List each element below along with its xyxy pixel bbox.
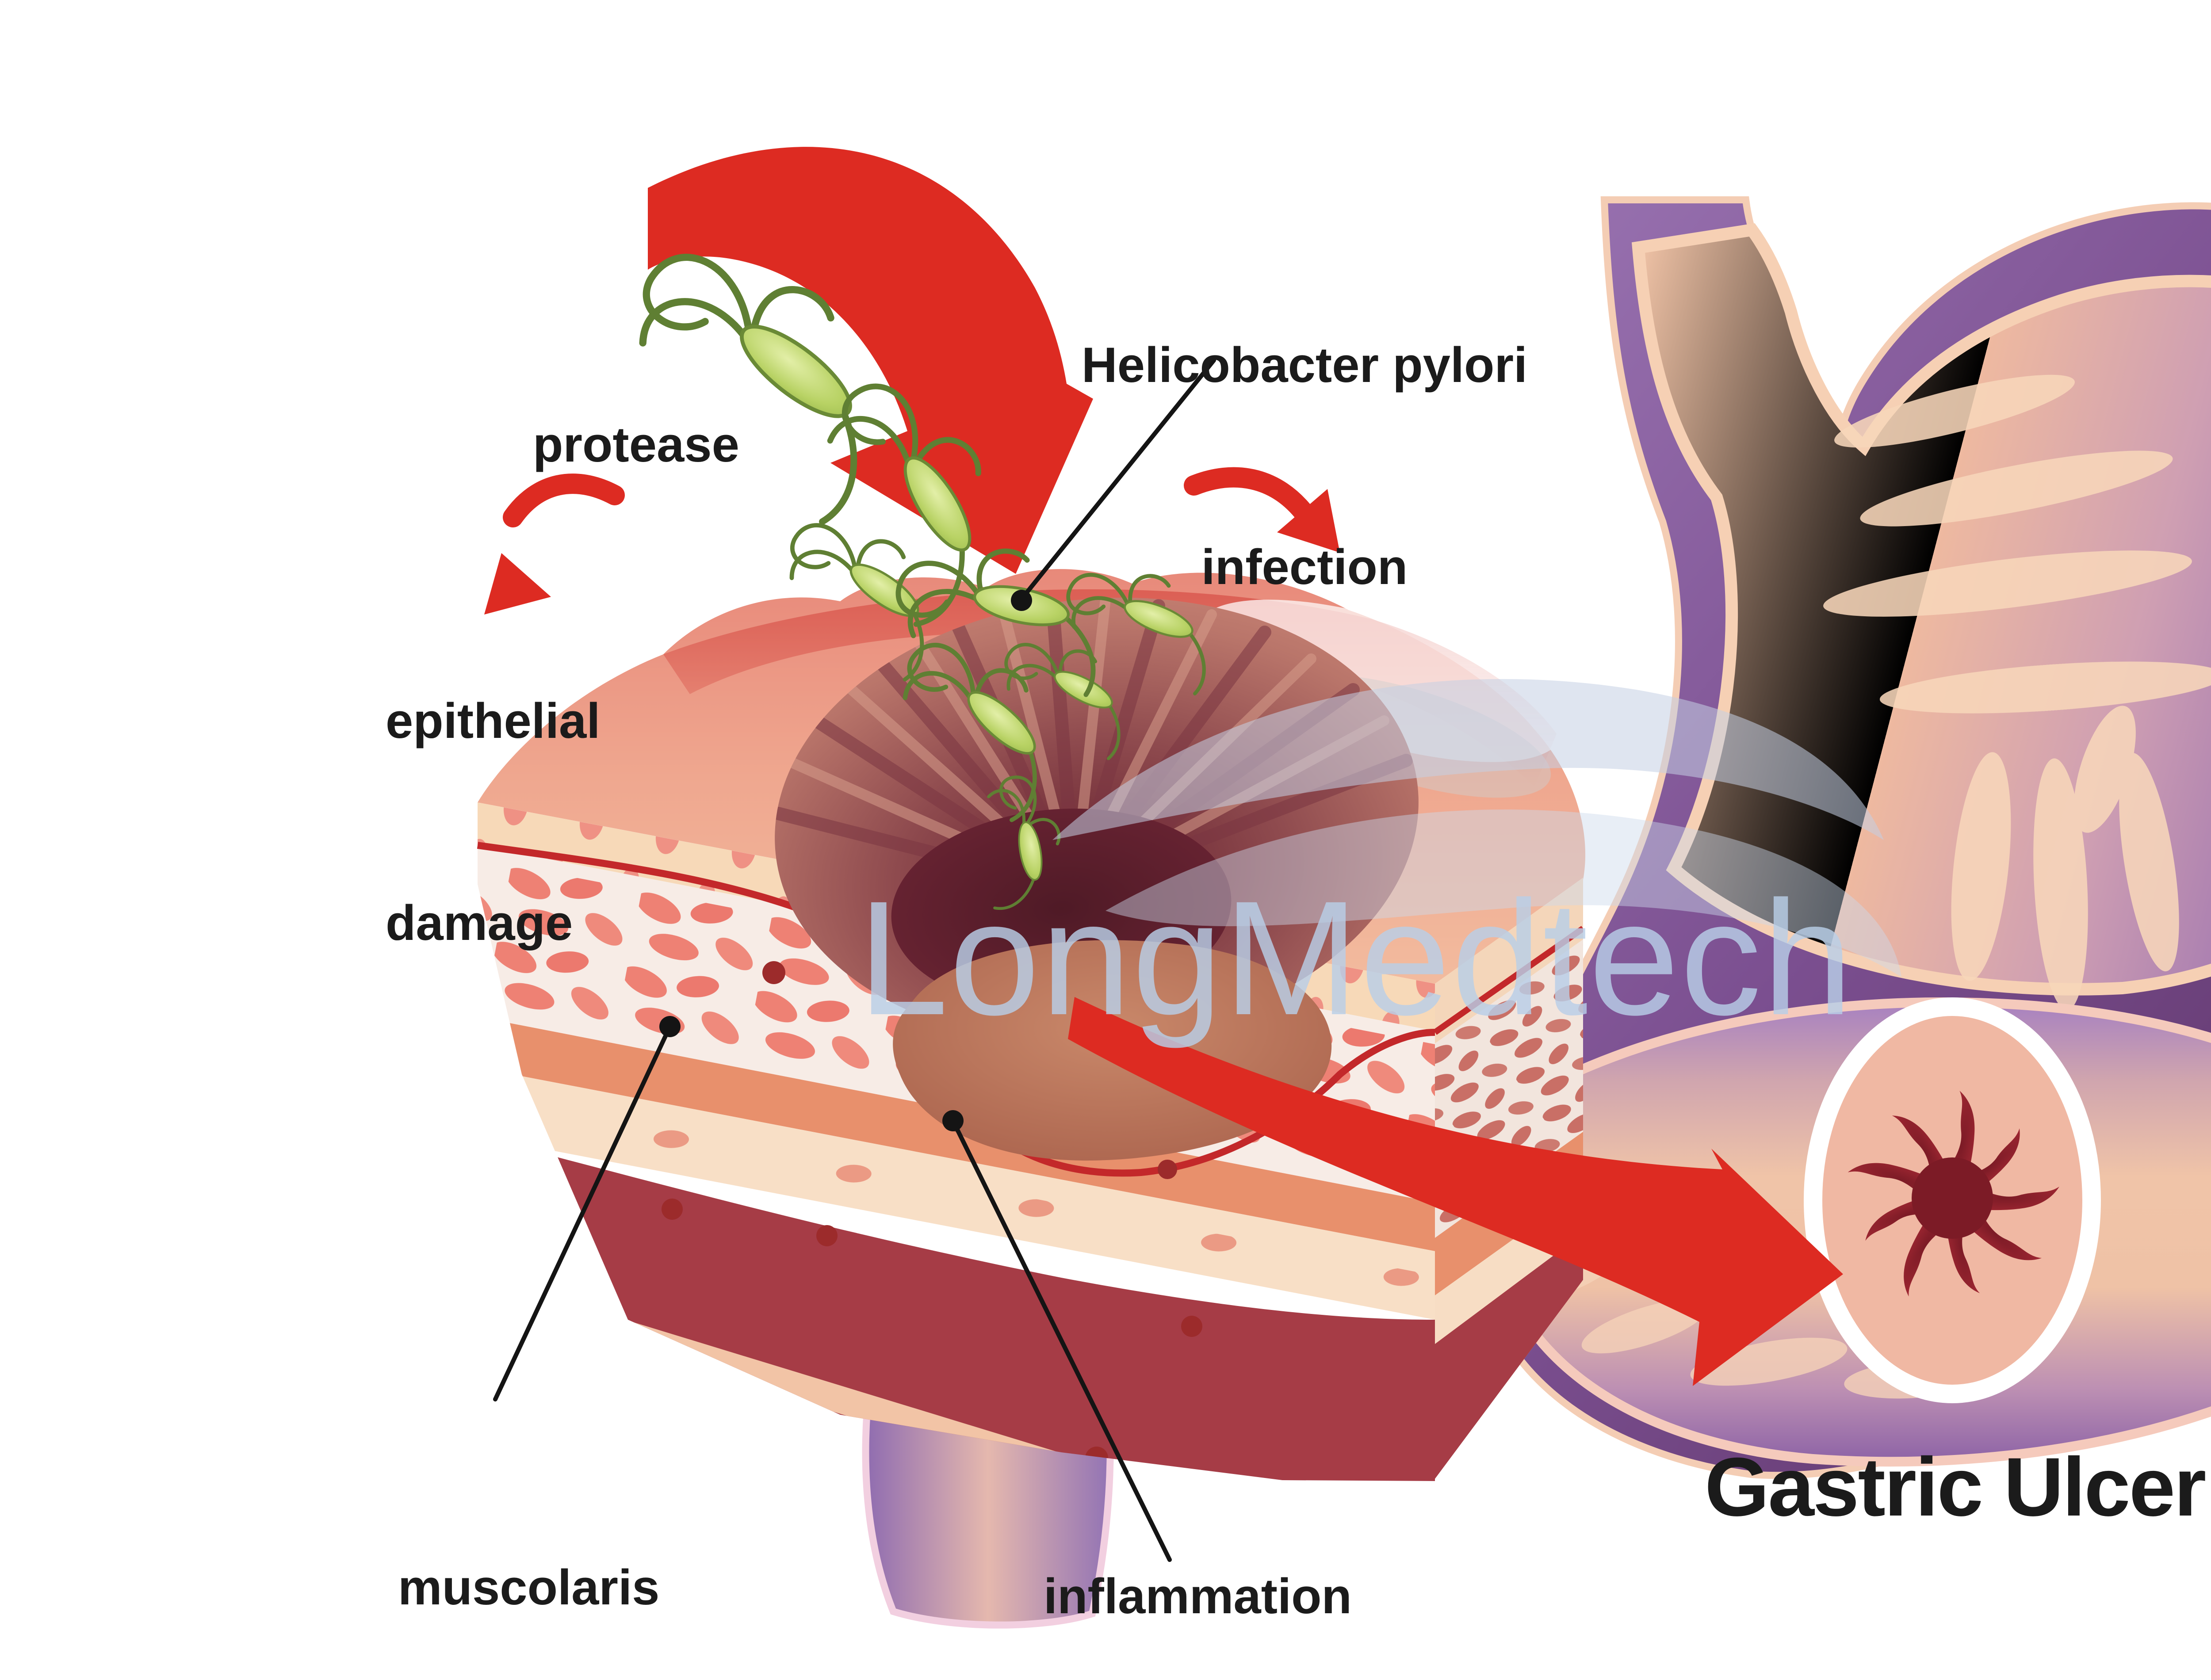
label-muscolaris-mucosae: muscolaris mucosae	[398, 1419, 659, 1680]
label-helicobacter-line2: infection	[1201, 539, 1408, 595]
watermark-swoosh	[1052, 679, 1901, 977]
label-epithelial-damage: epithelial damage	[386, 553, 600, 1024]
label-protease: protease	[533, 417, 739, 472]
label-inflammation: inflammation	[1044, 1569, 1352, 1624]
label-epithelial-line2: damage	[386, 895, 573, 951]
label-muscolaris-line1: muscolaris	[398, 1559, 660, 1615]
label-helicobacter-line1: Helicobacter pylori	[1081, 337, 1528, 393]
spread-arrow-to-stomach	[1068, 997, 1843, 1386]
watermark-text: LongMedtech	[858, 867, 1854, 1049]
stomach-rugae-folds	[1823, 374, 2211, 1010]
infection-arrow	[648, 147, 1093, 574]
page-title: Gastric Ulcer	[1705, 1440, 2206, 1533]
leader-lines	[493, 358, 1216, 1562]
cell-dot	[1158, 1160, 1177, 1179]
stomach-wall-block	[477, 569, 1586, 1629]
stomach-cross-section	[1481, 196, 2211, 1479]
label-epithelial-line1: epithelial	[386, 693, 601, 748]
gastric-ulcer-lesion	[1848, 1090, 2059, 1297]
leader-dots	[659, 590, 1032, 1131]
label-helicobacter-infection: Helicobacter pylori infection	[1008, 197, 1601, 668]
protease-arrow-right	[1184, 467, 1340, 553]
protease-arrow-left	[484, 473, 625, 615]
